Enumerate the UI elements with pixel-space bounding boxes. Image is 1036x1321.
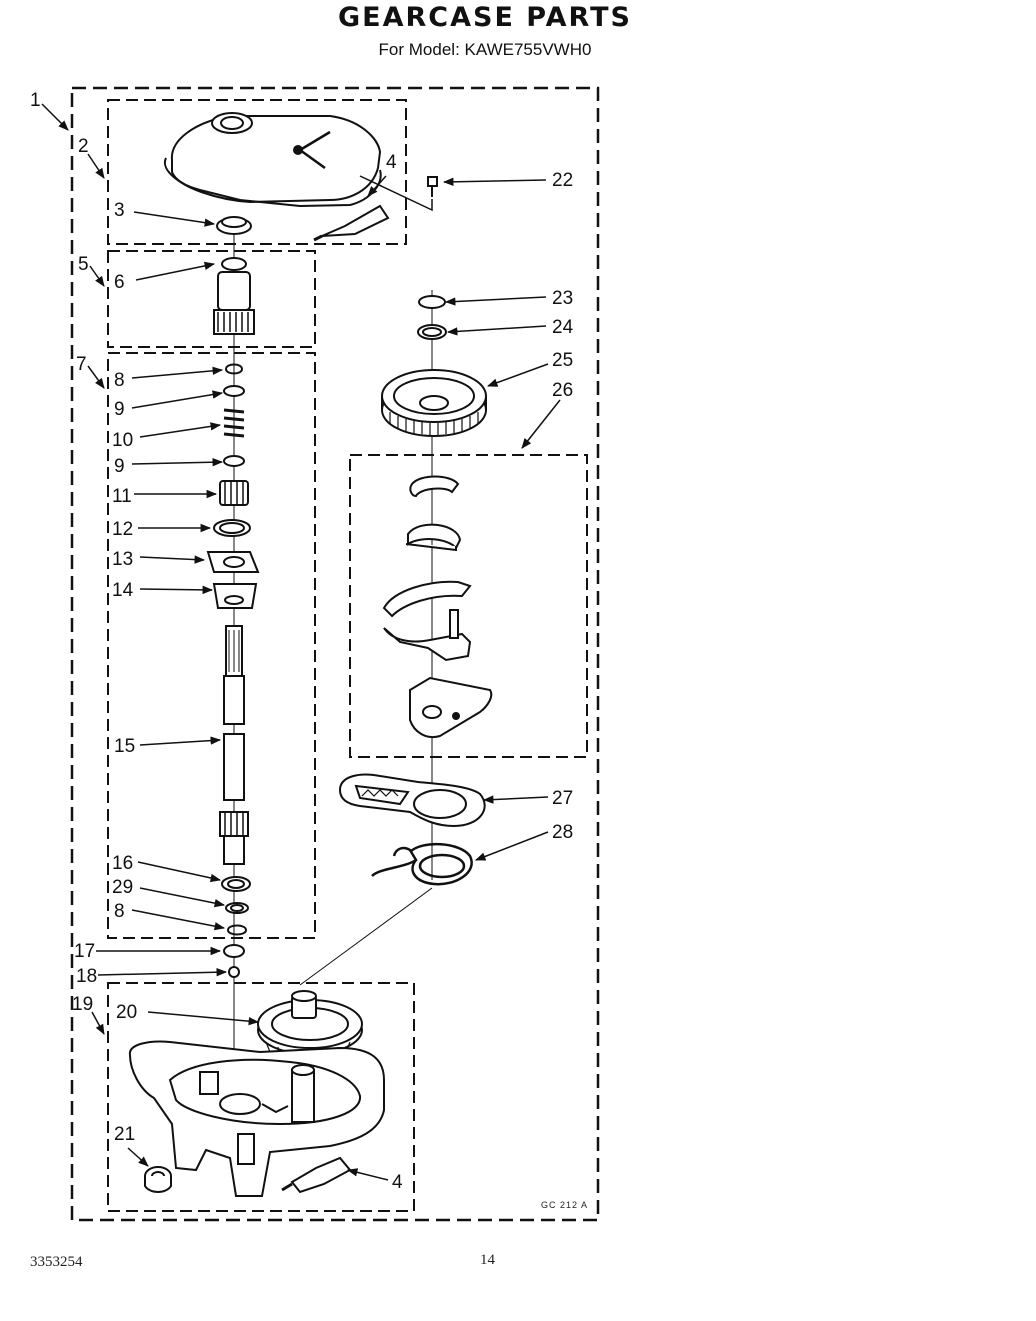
callout-9-bottom: 9 <box>114 456 125 477</box>
callout-21: 21 <box>114 1124 135 1145</box>
callout-10: 10 <box>112 430 133 451</box>
grease-tube-top-part <box>313 204 390 242</box>
spring-clip-part <box>371 842 473 886</box>
callout-17: 17 <box>74 941 95 962</box>
screw-part <box>427 176 438 197</box>
callout-25: 25 <box>552 350 573 371</box>
callout-4-top: 4 <box>386 152 397 173</box>
callout-22: 22 <box>552 170 573 191</box>
gearcase-housing-part <box>128 1040 385 1197</box>
callout-8-bottom: 8 <box>114 901 125 922</box>
callout-13: 13 <box>112 549 133 570</box>
callout-3: 3 <box>114 200 125 221</box>
document-number: 3353254 <box>30 1254 83 1270</box>
callout-15: 15 <box>114 736 135 757</box>
figure-code: GC 212 A <box>541 1200 589 1210</box>
callout-20: 20 <box>116 1002 137 1023</box>
gear-link-line <box>299 887 433 986</box>
shaft-stack-parts <box>206 363 260 609</box>
callout-7: 7 <box>76 354 87 375</box>
callout-6: 6 <box>114 272 125 293</box>
callout-9-top: 9 <box>114 399 125 420</box>
shift-assembly-part <box>382 475 493 738</box>
agitator-shaft-part <box>219 625 249 865</box>
seal-part <box>216 216 252 235</box>
callout-27: 27 <box>552 788 573 809</box>
callout-12: 12 <box>112 519 133 540</box>
lower-shaft-parts <box>221 876 251 978</box>
shift-lever-part <box>338 773 486 828</box>
model-subtitle: For Model: KAWE755VWH0 <box>378 40 592 59</box>
nut-part <box>144 1166 172 1193</box>
grease-tube-bottom-part <box>281 1156 352 1194</box>
callout-19: 19 <box>72 994 93 1015</box>
callout-5: 5 <box>78 254 89 275</box>
callout-2: 2 <box>78 136 89 157</box>
callout-28: 28 <box>552 822 573 843</box>
callout-26: 26 <box>552 380 573 401</box>
page-number: 14 <box>480 1252 495 1268</box>
callout-24: 24 <box>552 317 574 338</box>
callout-4-bottom: 4 <box>392 1172 403 1193</box>
callout-leaders <box>41 103 561 1181</box>
callout-18: 18 <box>76 966 97 987</box>
callout-numbers: 1 2 3 4 5 6 7 8 9 10 9 11 12 13 14 15 16… <box>30 90 574 1193</box>
gearcase-cover-part <box>163 112 382 208</box>
group-box-shift-assembly <box>349 454 588 758</box>
callout-14: 14 <box>112 580 134 601</box>
pinion-part <box>213 257 255 335</box>
callout-1: 1 <box>30 90 41 111</box>
group-box-pinion <box>107 250 316 348</box>
gear-teeth <box>389 412 479 435</box>
callout-8-top: 8 <box>114 370 125 391</box>
callout-23: 23 <box>552 288 573 309</box>
screw-leader <box>359 175 433 212</box>
callout-29: 29 <box>112 877 133 898</box>
callout-16: 16 <box>112 853 133 874</box>
group-box-shaft <box>107 352 316 939</box>
drive-gear-part <box>257 990 363 1063</box>
callout-11: 11 <box>112 486 132 507</box>
group-box-gearcase <box>107 982 415 1212</box>
page-title: GEARCASE PARTS <box>338 2 632 33</box>
assembly-frame-outer <box>70 86 600 1222</box>
gear-stack-parts <box>381 295 487 437</box>
group-box-cover <box>107 99 407 245</box>
